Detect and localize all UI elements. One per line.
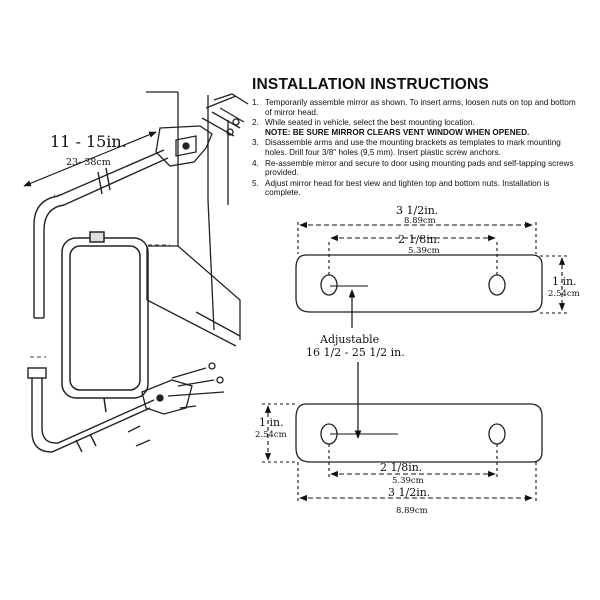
step-note: NOTE: BE SURE MIRROR CLEARS VENT WINDOW … — [265, 127, 530, 137]
bracket-top-left-hole — [320, 274, 338, 296]
arm-length-inches: 11 - 15in. — [50, 132, 127, 151]
mirror-bracket-top — [155, 93, 249, 167]
bracket-bottom-right-hole — [488, 423, 506, 445]
bottom-height-inches: 1 in. — [259, 416, 284, 429]
bottom-overall-cm: 8.89cm — [396, 506, 428, 516]
dashed-guides — [30, 194, 170, 358]
bracket-bottom-dimensions — [262, 403, 537, 502]
top-hole-spacing-cm: 5.39cm — [408, 246, 440, 256]
bracket-bottom-shape — [295, 403, 543, 463]
instruction-steps: 1. Temporarily assemble mirror as shown.… — [252, 98, 582, 199]
instruction-step: 5. Adjust mirror head for best view and … — [252, 178, 550, 198]
mirror-bracket-bottom — [127, 362, 225, 447]
top-overall-inches: 3 1/2in. — [396, 204, 439, 217]
bottom-overall-inches: 3 1/2in. — [388, 486, 431, 499]
instruction-step: 4. Re-assemble mirror and secure to door… — [252, 158, 574, 178]
instruction-step: 3. Disassemble arms and use the mounting… — [252, 138, 561, 157]
instructions-title: INSTALLATION INSTRUCTIONS — [252, 76, 489, 93]
arm-length-dimension — [23, 131, 157, 187]
adjustable-range: 16 1/2 - 25 1/2 in. — [306, 346, 405, 359]
mirror-head — [61, 231, 149, 413]
bottom-hole-spacing-cm: 5.39cm — [392, 476, 424, 486]
bracket-top-right-hole — [488, 274, 506, 296]
top-overall-cm: 8.89cm — [404, 216, 436, 226]
bracket-top-dimensions — [297, 221, 568, 314]
bottom-hole-spacing-inches: 2 1/8in. — [380, 461, 423, 474]
instruction-step: 2. While seated in vehicle, select the b… — [252, 118, 582, 137]
top-height-inches: 1 in. — [552, 275, 577, 288]
mirror-arm-bottom — [27, 367, 155, 453]
bracket-top-shape — [295, 254, 543, 313]
arm-length-cm: 23- 38cm — [66, 157, 111, 168]
top-height-cm: 2.54cm — [548, 289, 580, 299]
bottom-height-cm: 2.54cm — [255, 430, 287, 440]
instruction-step: 1. Temporarily assemble mirror as shown.… — [252, 98, 576, 117]
top-hole-spacing-inches: 2 1/8in. — [398, 233, 441, 246]
adjustable-label: Adjustable — [320, 333, 380, 346]
adjustable-arrows — [348, 289, 362, 439]
